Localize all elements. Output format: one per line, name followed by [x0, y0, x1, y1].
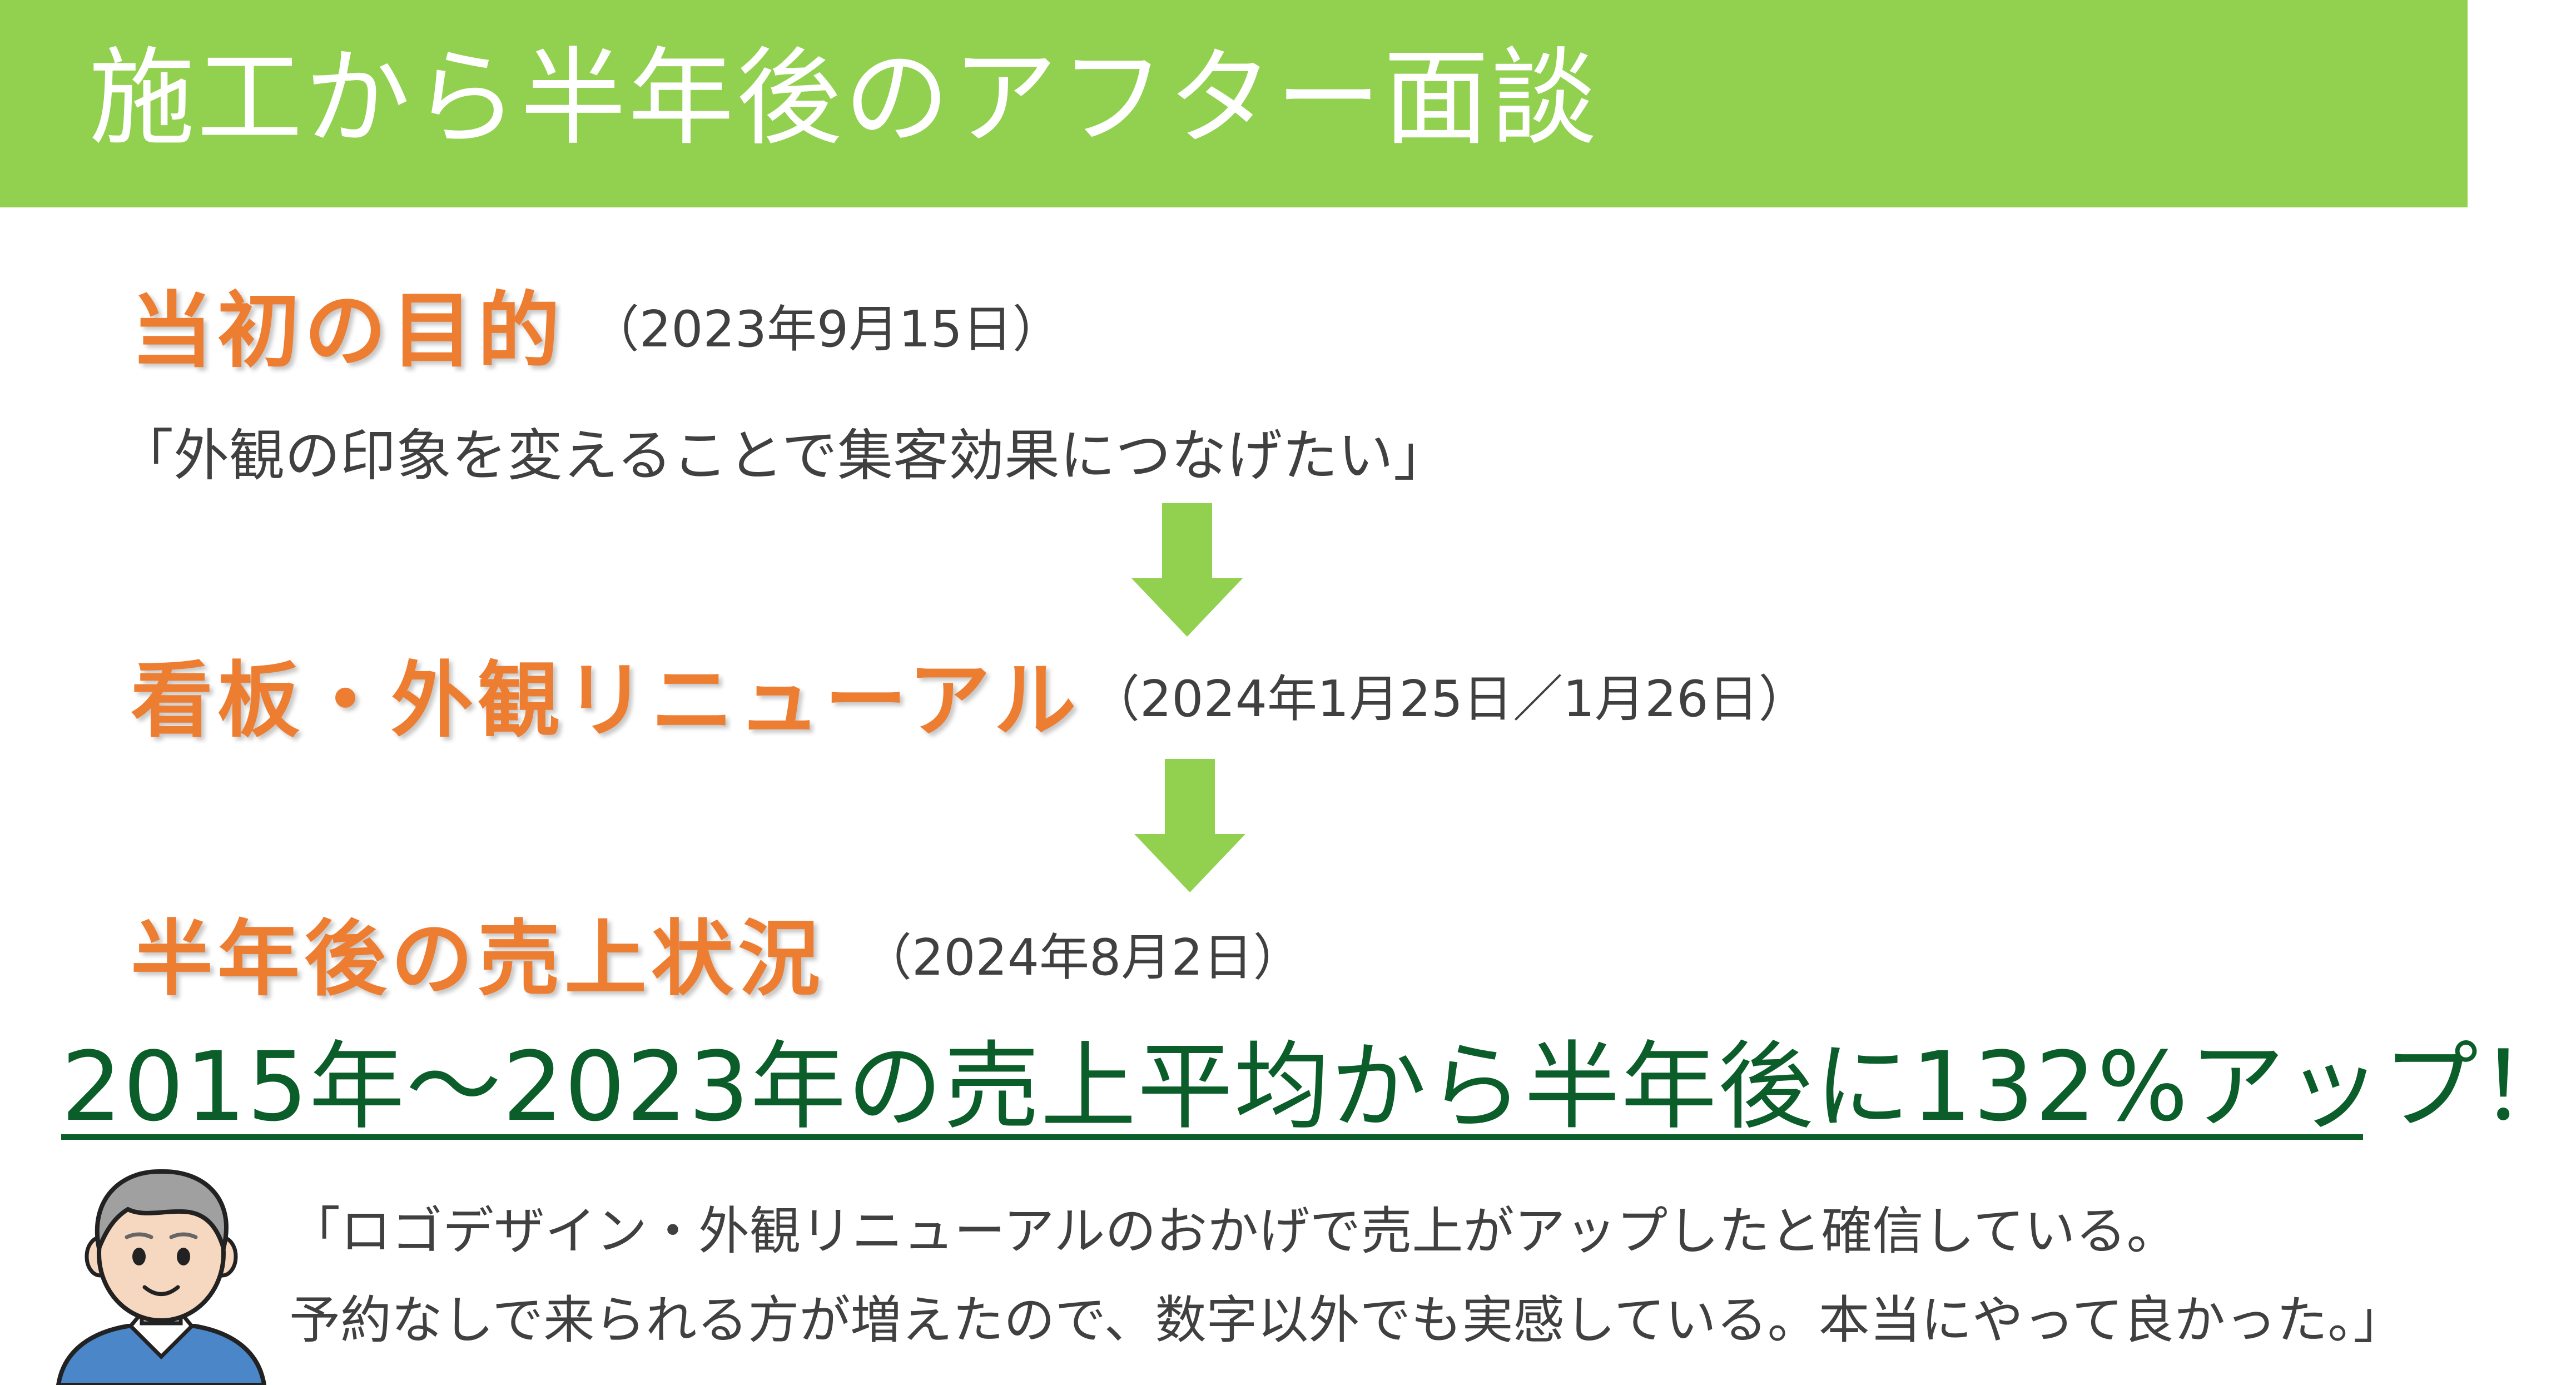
sales-result: 2015年～2023年の売上平均から半年後に132%アップ！: [61, 1031, 2576, 1143]
purpose-quote: 「外観の印象を変えることで集客効果につなげたい」: [118, 423, 1449, 488]
sales-heading: 半年後の売上状況: [131, 911, 825, 1007]
down-arrow-icon: [1134, 759, 1245, 892]
testimonial-line-1: 「ロゴデザイン・外観リニューアルのおかげで売上がアップしたと確信している。: [289, 1202, 2178, 1261]
down-arrow-icon: [1131, 503, 1243, 637]
purpose-heading: 当初の目的: [131, 283, 564, 379]
page-title: 施工から半年後のアフター面談: [89, 37, 1600, 160]
renewal-date: （2024年1月25日／1月26日）: [1090, 670, 1809, 728]
sales-date: （2024年8月2日）: [862, 929, 1303, 987]
testimonial-line-2: 予約なしで来られる方が増えたので、数字以外でも実感している。本当にやって良かった…: [289, 1290, 2405, 1350]
renewal-heading: 看板・外観リニューアル: [131, 653, 1081, 748]
purpose-date: （2023年9月15日）: [589, 300, 1063, 359]
header-bar: 施工から半年後のアフター面談: [0, 0, 2468, 207]
result-underline: [61, 1134, 2363, 1140]
elderly-man-avatar-icon: [56, 1169, 267, 1385]
